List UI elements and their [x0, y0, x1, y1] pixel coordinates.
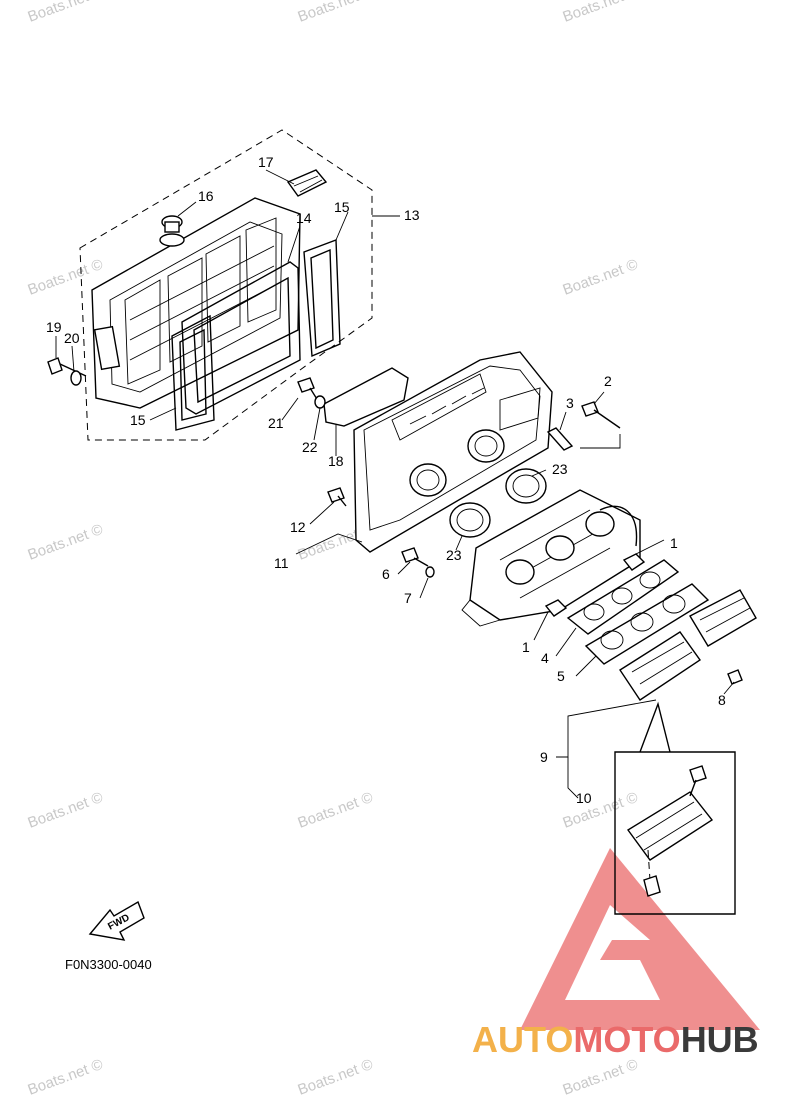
- callout-16: 16: [198, 188, 214, 204]
- reed-valve-left: [619, 631, 701, 701]
- watermark: Boats.net ©: [561, 1056, 641, 1099]
- callout-15-left: 15: [130, 412, 146, 428]
- gasket-18: [323, 367, 409, 427]
- seal-23-upper: [505, 468, 547, 504]
- callout-2: 2: [604, 373, 612, 389]
- washer-7: [425, 566, 435, 578]
- callout-8: 8: [718, 692, 726, 708]
- watermark: Boats.net ©: [561, 0, 641, 26]
- callout-13: 13: [404, 207, 420, 223]
- nut-1-left: [544, 599, 568, 617]
- watermark: Boats.net ©: [296, 789, 376, 832]
- stud-3: [546, 427, 574, 451]
- callout-22: 22: [302, 439, 318, 455]
- callout-23-lower: 23: [446, 547, 462, 563]
- watermark: Boats.net ©: [26, 789, 106, 832]
- connector-17: [286, 169, 328, 197]
- bolt-19: [47, 357, 87, 377]
- watermark: Boats.net ©: [296, 0, 376, 26]
- logo-triangle: [520, 848, 760, 1030]
- callout-11: 11: [274, 555, 289, 571]
- gasket-15-front: [171, 314, 215, 431]
- reed-valve-detail-inset: [614, 701, 736, 915]
- callout-10: 10: [576, 790, 592, 806]
- gasket-14: [181, 261, 301, 415]
- gasket-4: [566, 559, 680, 635]
- bolt-6: [401, 547, 429, 567]
- gasket-5: [584, 583, 710, 665]
- intake-housing: [353, 351, 553, 553]
- callouts: 1 1 2 3 4 5 6 7 8 9 10 11 12 13 14 15 15…: [46, 154, 726, 806]
- diagram-code: F0N3300-0040: [65, 957, 152, 972]
- callout-20: 20: [64, 330, 80, 346]
- callout-14: 14: [296, 210, 312, 226]
- callout-12: 12: [290, 519, 306, 535]
- plug-16: [159, 215, 185, 247]
- bolt-21: [297, 377, 321, 405]
- brand-text-hub: HUB: [681, 1019, 759, 1060]
- throttle-body-assembly: [461, 489, 641, 627]
- silencer-housing: [91, 197, 301, 409]
- brand-logo: AUTOMOTOHUB: [472, 848, 760, 1060]
- washer-22: [314, 395, 326, 409]
- watermark: Boats.net ©: [561, 789, 641, 832]
- callout-7: 7: [404, 590, 412, 606]
- callout-5: 5: [557, 668, 565, 684]
- brand-text-auto: AUTO: [472, 1019, 573, 1060]
- callout-17: 17: [258, 154, 274, 170]
- bolt-12: [327, 487, 347, 507]
- callout-19: 19: [46, 319, 62, 335]
- brand-text: AUTOMOTOHUB: [472, 1019, 759, 1060]
- callout-21: 21: [268, 415, 284, 431]
- callout-6: 6: [382, 566, 390, 582]
- watermark: Boats.net ©: [26, 1056, 106, 1099]
- callout-1-right: 1: [670, 535, 678, 551]
- forward-arrow: FWD: [88, 900, 145, 941]
- callout-3: 3: [566, 395, 574, 411]
- watermark: Boats.net ©: [26, 521, 106, 564]
- pin-8: [727, 669, 743, 685]
- leader-lines: [55, 169, 735, 799]
- watermark: Boats.net ©: [296, 1056, 376, 1099]
- callout-9: 9: [540, 749, 548, 765]
- bolt-2: [581, 401, 621, 429]
- gasket-15-right: [303, 239, 341, 358]
- seal-23-lower: [449, 502, 491, 538]
- assembly-13-outline: [79, 129, 373, 441]
- callout-1-left: 1: [522, 639, 530, 655]
- callout-4: 4: [541, 650, 549, 666]
- washer-20: [70, 370, 82, 386]
- watermark: Boats.net ©: [561, 256, 641, 299]
- watermark: Boats.net ©: [26, 0, 106, 26]
- reed-valve-right: [689, 589, 757, 647]
- callout-23-upper: 23: [552, 461, 568, 477]
- brand-text-moto: MOTO: [573, 1019, 680, 1060]
- callout-18: 18: [328, 453, 344, 469]
- callout-15-right: 15: [334, 199, 350, 215]
